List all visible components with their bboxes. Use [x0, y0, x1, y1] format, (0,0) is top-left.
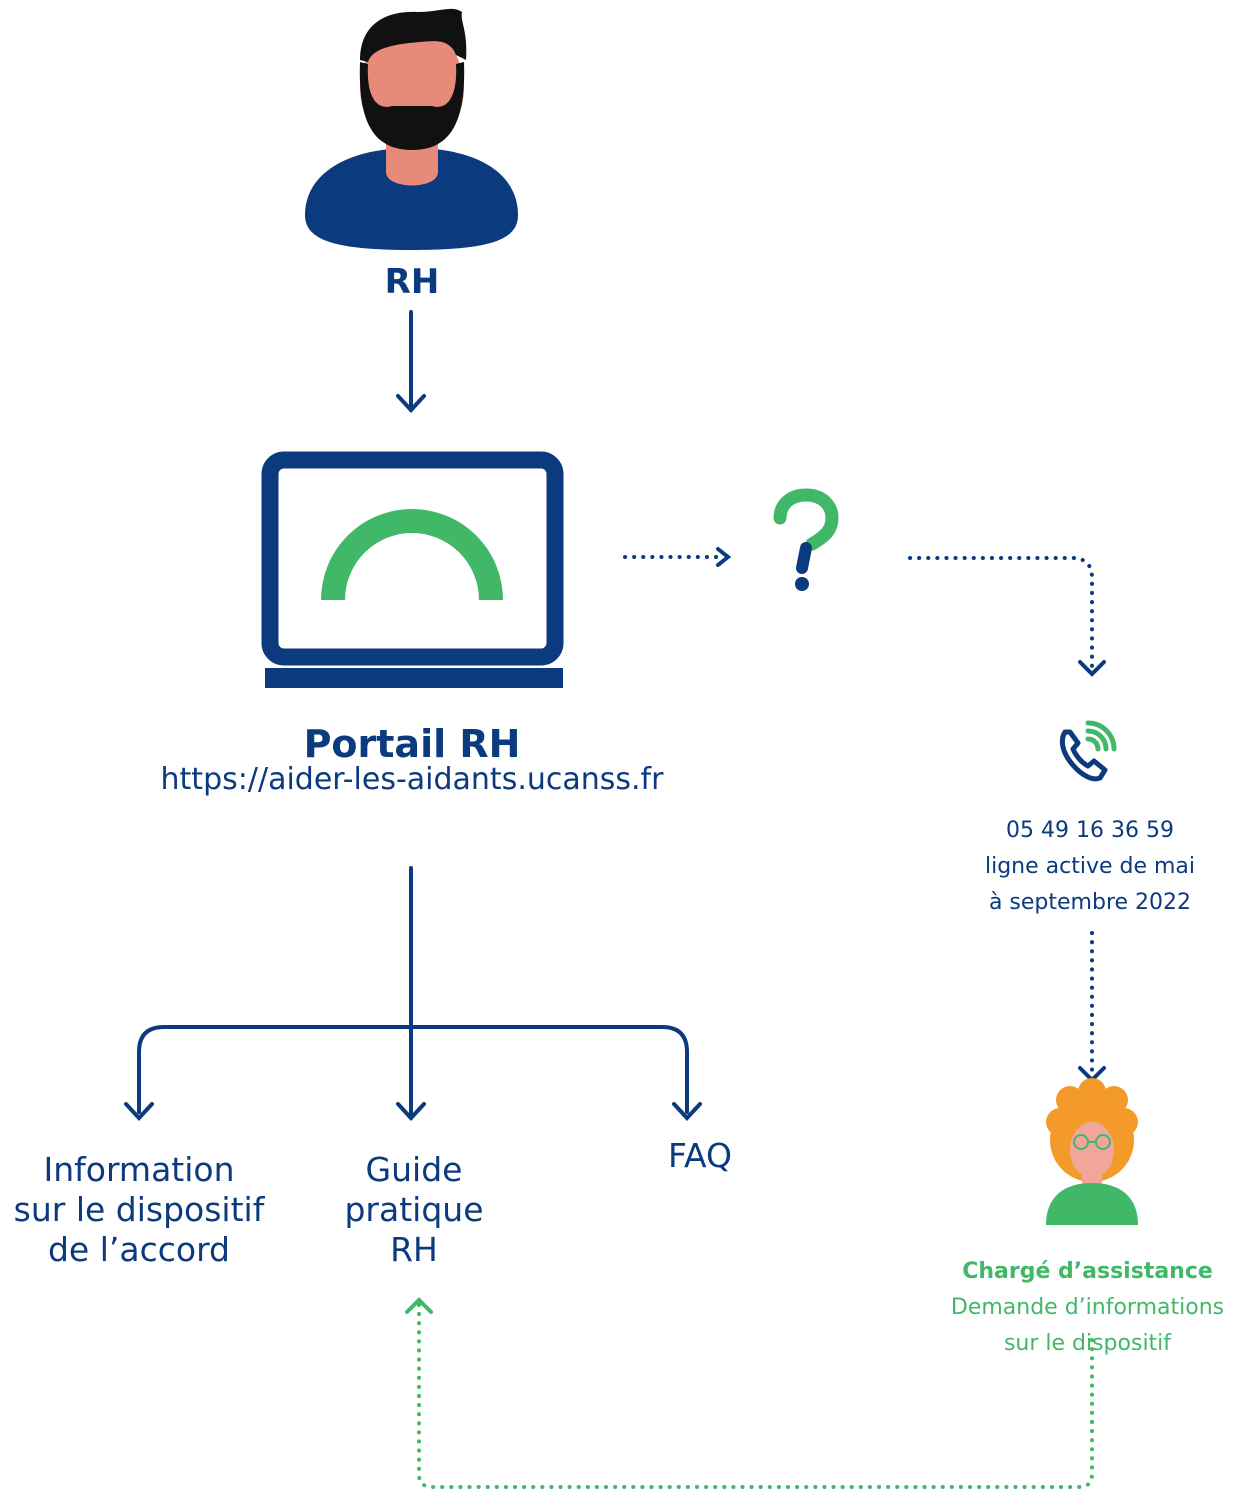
leaf-guide: Guide pratique RH — [314, 1150, 514, 1270]
rh-label: RH — [384, 262, 440, 302]
woman-avatar-icon — [1046, 1078, 1138, 1225]
phone-call-icon — [1059, 720, 1117, 782]
agent-info: Chargé d’assistance Demande d’informatio… — [930, 1254, 1245, 1362]
leaf-faq: FAQ — [668, 1136, 732, 1175]
portal-title: Portail RH — [303, 722, 521, 766]
leaf-information-line2: sur le dispositif — [13, 1190, 265, 1229]
dotted-arrow-to-phone — [908, 556, 1106, 677]
agent-line2: sur le dispositif — [1003, 1331, 1172, 1356]
leaf-guide-line2: pratique — [344, 1190, 484, 1229]
leaf-information: Information sur le dispositif de l’accor… — [0, 1150, 278, 1270]
leaf-guide-line1: Guide — [365, 1150, 463, 1189]
man-avatar-icon — [305, 8, 518, 250]
phone-hours-line2: à septembre 2022 — [988, 890, 1192, 915]
phone-info: 05 49 16 36 59 ligne active de mai à sep… — [940, 813, 1240, 921]
leaf-guide-line3: RH — [390, 1230, 438, 1269]
portal-url[interactable]: https://aider-les-aidants.ucanss.fr — [160, 762, 664, 797]
agent-title: Chargé d’assistance — [962, 1259, 1213, 1284]
dotted-return-arrow-to-guide — [405, 1297, 1094, 1489]
arrow-rh-to-portal — [396, 310, 426, 413]
dotted-arrow-to-question — [623, 547, 732, 567]
leaf-information-line3: de l’accord — [47, 1230, 231, 1269]
laptop-icon — [261, 451, 564, 688]
question-mark-icon — [773, 488, 839, 591]
leaf-information-line1: Information — [43, 1150, 235, 1189]
dotted-arrow-to-agent — [1078, 931, 1106, 1083]
phone-hours-line1: ligne active de mai — [984, 854, 1196, 879]
tree-connectors — [124, 866, 702, 1121]
phone-number: 05 49 16 36 59 — [1006, 818, 1174, 843]
agent-line1: Demande d’informations — [950, 1295, 1225, 1320]
